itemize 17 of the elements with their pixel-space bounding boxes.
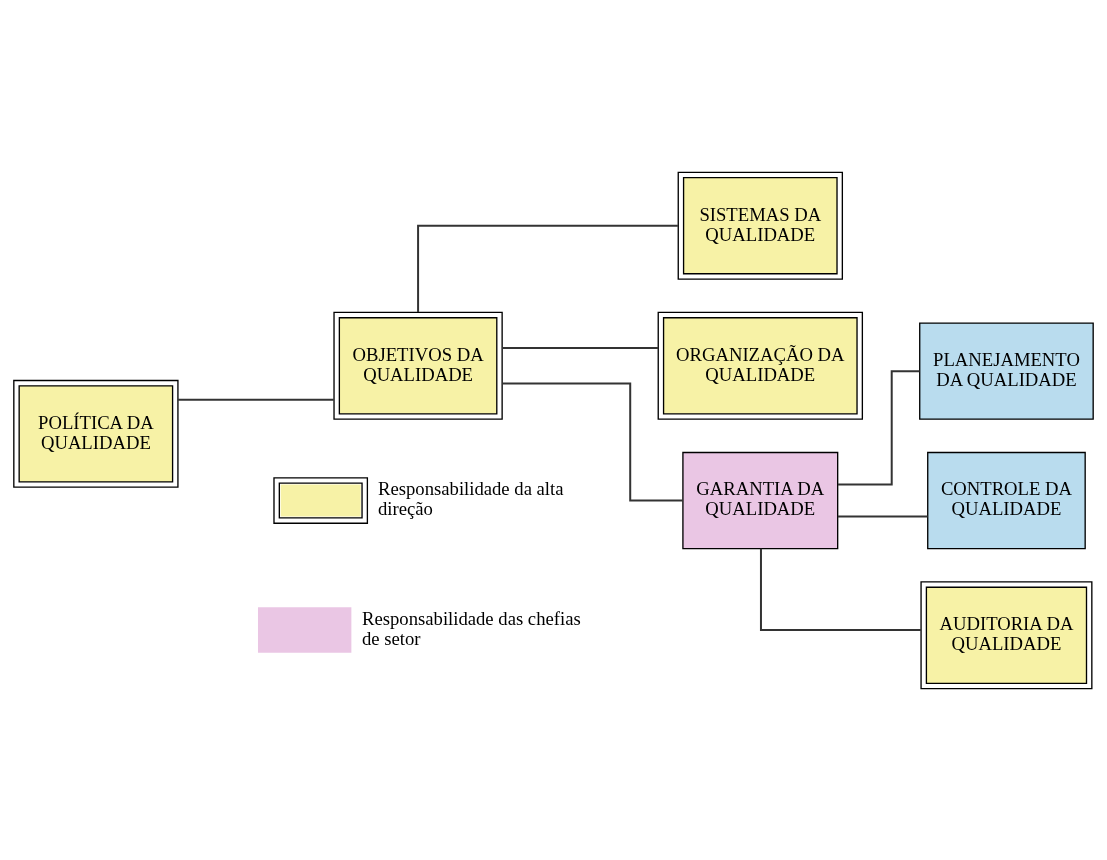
connector xyxy=(177,398,335,401)
connector xyxy=(836,369,921,486)
legend-label: Responsabilidade da alta direção xyxy=(378,477,564,519)
node-box: SISTEMAS DA QUALIDADE xyxy=(677,171,843,280)
node-box: CONTROLE DA QUALIDADE xyxy=(927,451,1086,549)
connector xyxy=(836,515,929,518)
legend-label: Responsabilidade das chefias de setor xyxy=(362,607,581,649)
connector xyxy=(759,547,922,631)
connector xyxy=(417,224,679,313)
connector xyxy=(501,382,684,502)
connector xyxy=(501,346,660,349)
node-box: OBJETIVOS DA QUALIDADE xyxy=(333,311,503,420)
node-box: POLÍTICA DA QUALIDADE xyxy=(13,379,179,488)
node-box: PLANEJAMENTO DA QUALIDADE xyxy=(919,321,1094,420)
node-box: AUDITORIA DA QUALIDADE xyxy=(920,580,1093,689)
node-box: ORGANIZAÇÃO DA QUALIDADE xyxy=(657,311,864,420)
node-box: GARANTIA DA QUALIDADE xyxy=(682,451,839,549)
